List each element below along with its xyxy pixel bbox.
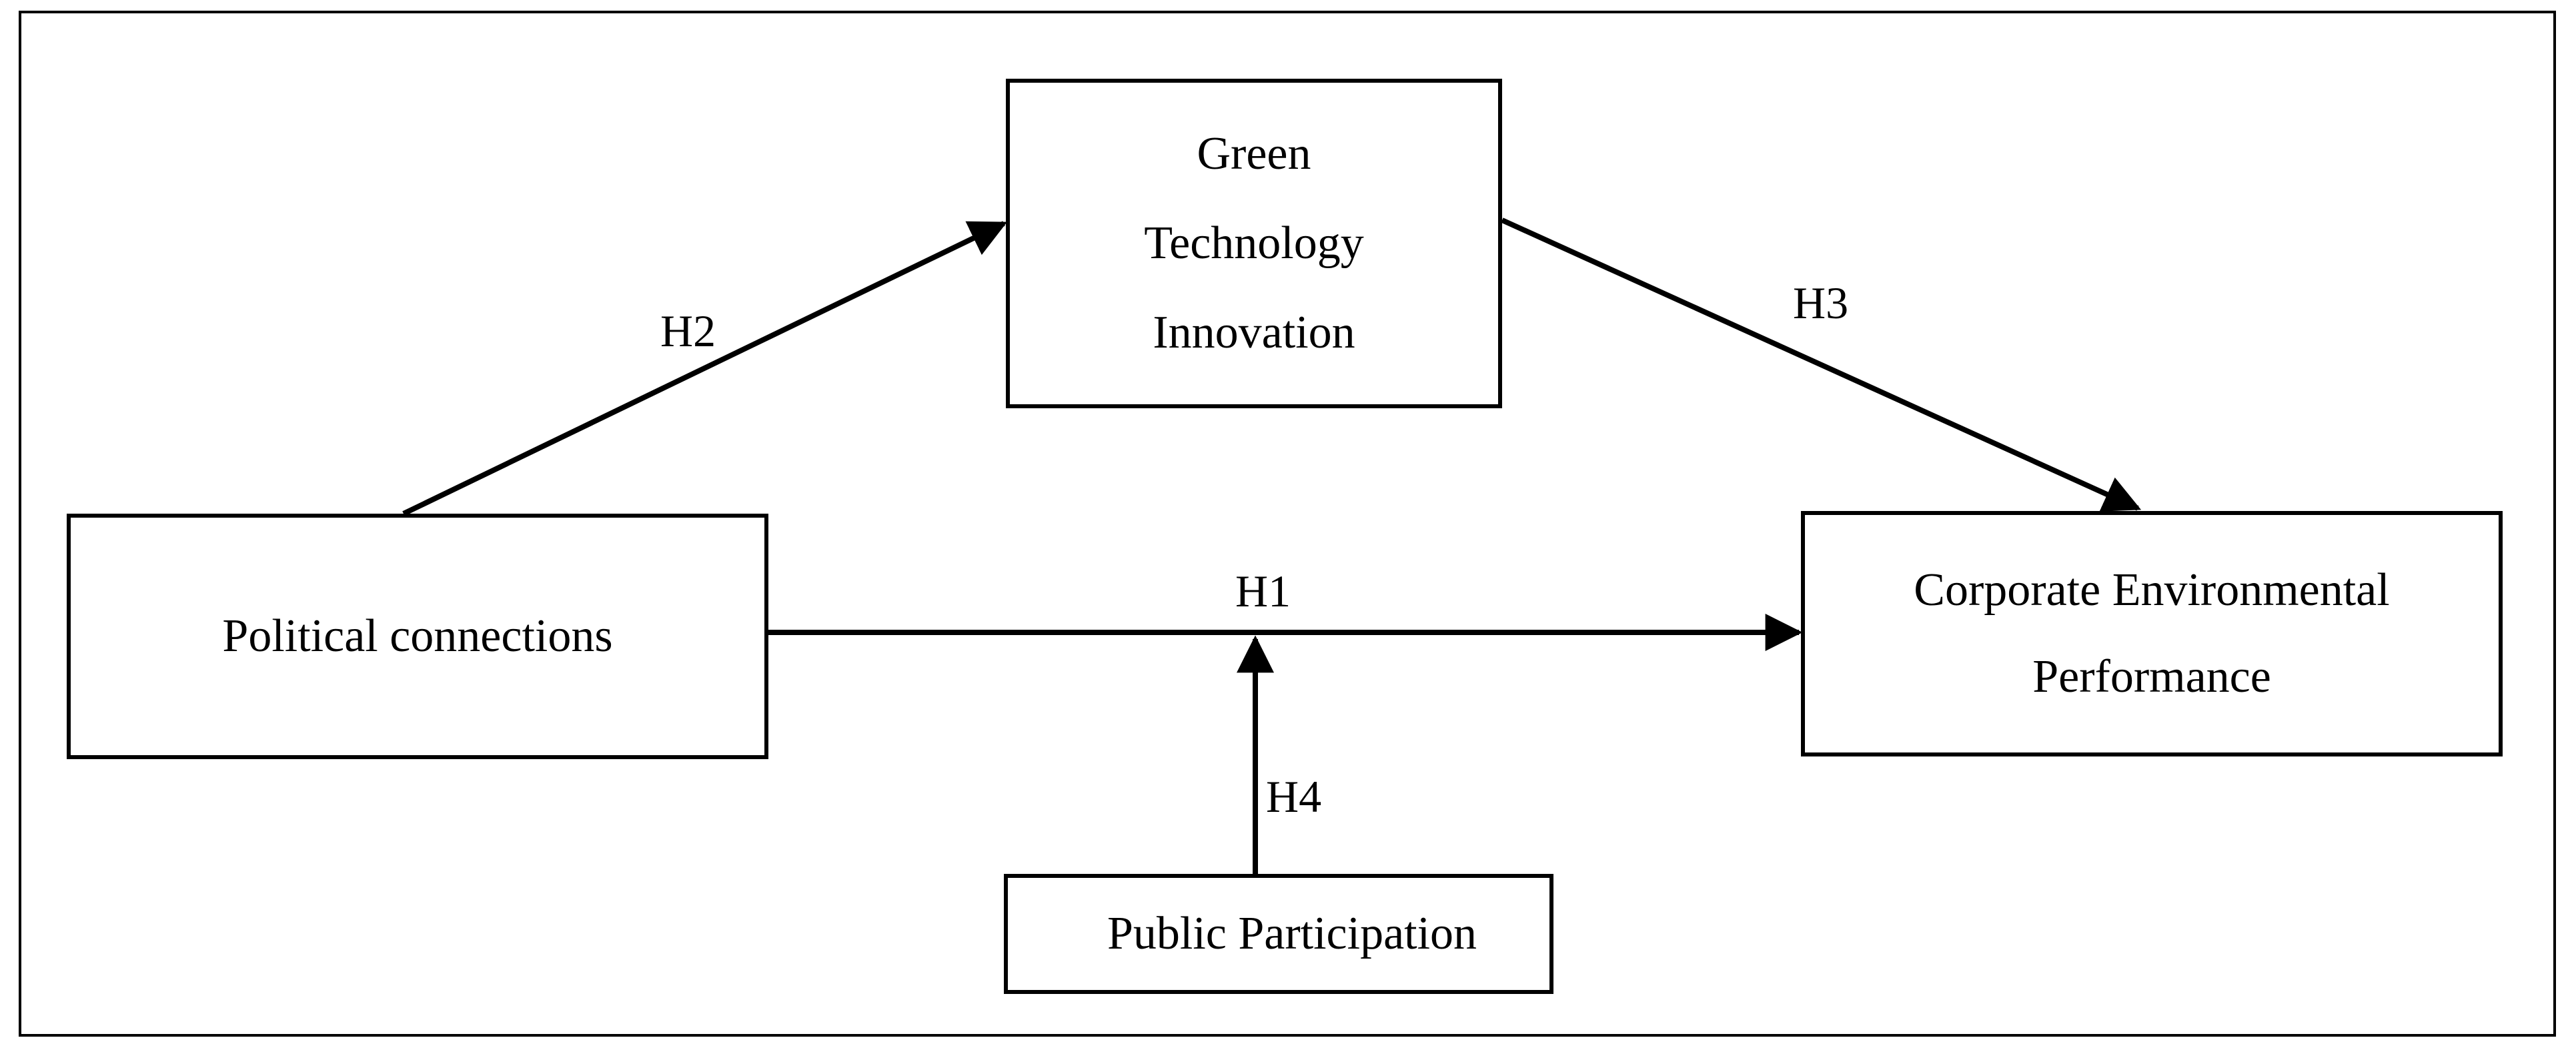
node-corporate-environmental-performance: Corporate Environmental Performance — [1801, 511, 2503, 756]
node-label-line: Political connections — [222, 610, 613, 662]
node-label-line: Performance — [2032, 651, 2271, 702]
arrow-h3 — [1501, 217, 2142, 512]
node-label-line: Innovation — [1153, 307, 1355, 358]
edge-label-h2: H2 — [660, 306, 716, 356]
node-political-connections: Political connections — [67, 514, 768, 759]
node-label-line: Technology — [1144, 217, 1364, 269]
node-label-line: Public Participation — [1107, 908, 1477, 959]
edge-label-h3: H3 — [1793, 278, 1849, 328]
edge-label-h1: H1 — [1235, 566, 1291, 616]
edge-label-h4: H4 — [1266, 771, 1322, 822]
node-public-participation: Public Participation — [1004, 874, 1553, 994]
node-label-line: Corporate Environmental — [1914, 564, 2390, 616]
diagram-frame — [19, 11, 2556, 1037]
node-label-line: Green — [1197, 128, 1311, 179]
node-green-technology-innovation: Green Technology Innovation — [1006, 79, 1502, 408]
arrow-h2 — [402, 221, 1008, 516]
